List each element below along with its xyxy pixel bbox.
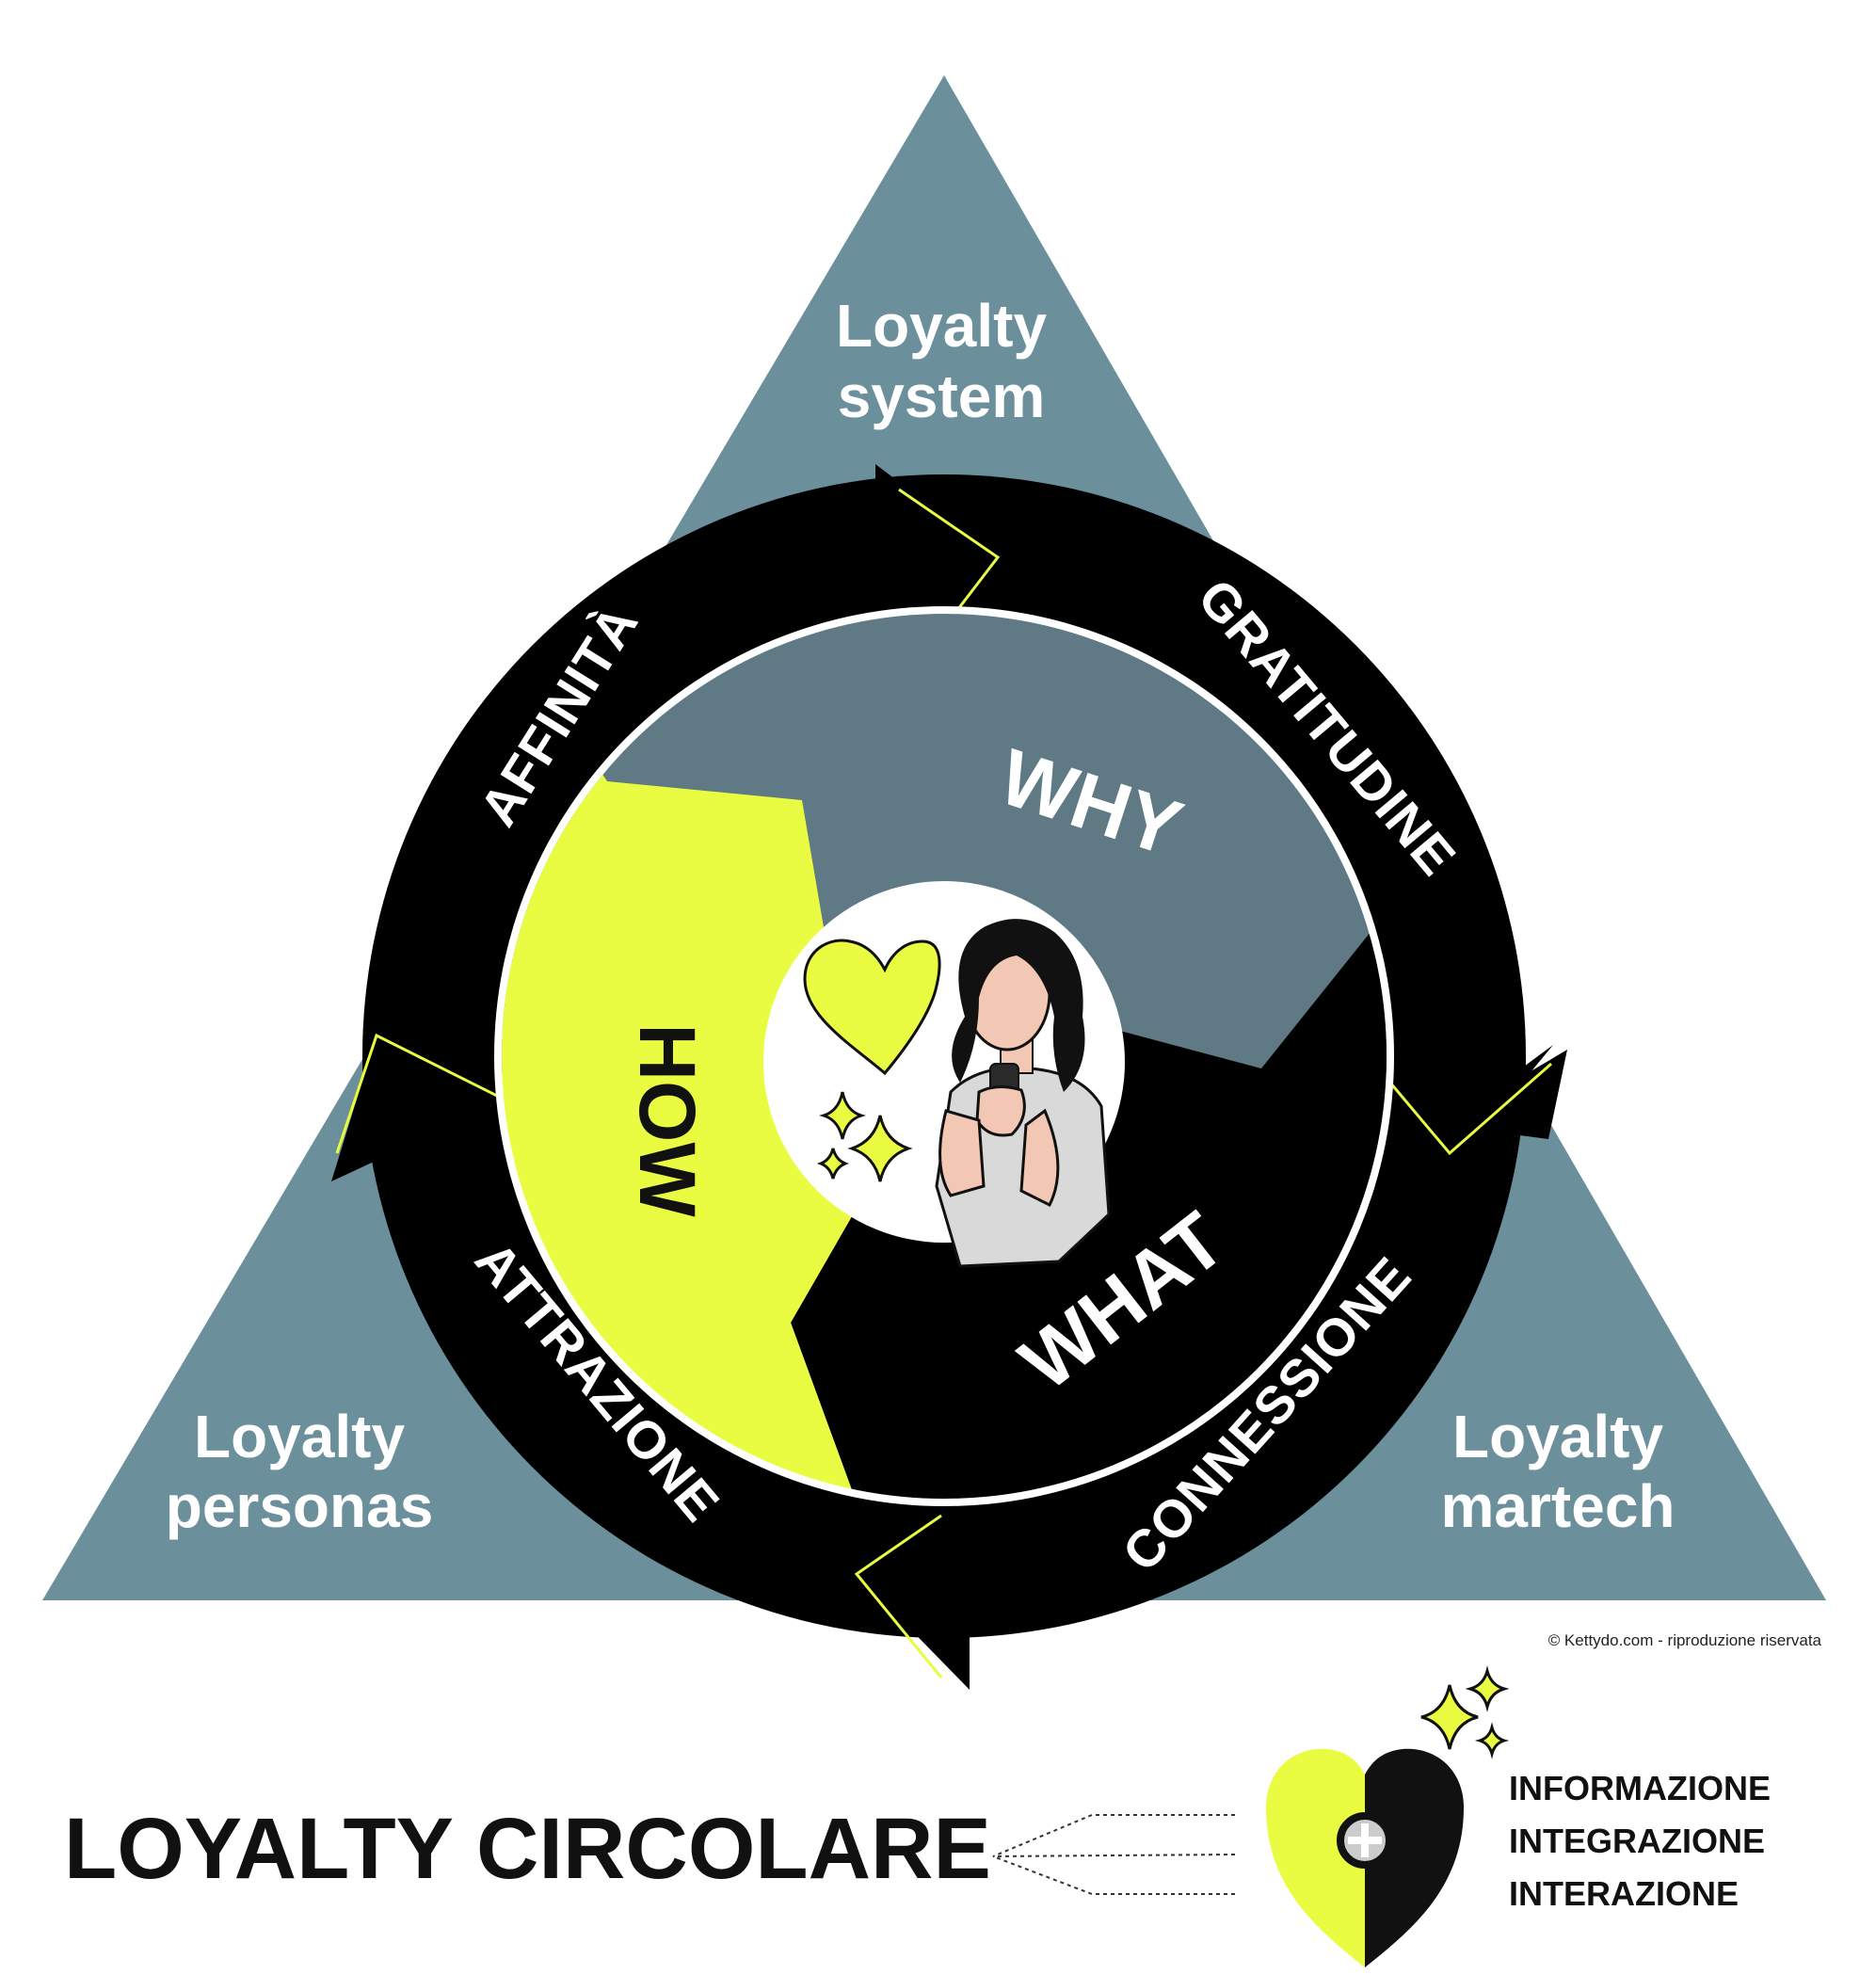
sparkles-icon [816, 1091, 913, 1182]
page-title: LOYALTY CIRCOLARE [64, 1801, 991, 1897]
heart-icon [803, 939, 941, 1076]
funnel-connector [992, 1814, 1236, 1895]
split-heart-plus-icon [1266, 1748, 1464, 1967]
corner-label-martech-line2: martech [1441, 1472, 1676, 1540]
arrow-head-left [331, 1033, 504, 1181]
arrow-head-bottom [854, 1497, 970, 1690]
legend-item-informazione: INFORMAZIONE [1509, 1769, 1771, 1807]
arrow-head-right [1363, 1045, 1567, 1156]
segment-how [502, 614, 944, 1499]
legend-item-integrazione: INTEGRAZIONE [1509, 1822, 1765, 1860]
corner-label-system-line1: Loyalty [836, 292, 1047, 360]
corner-label-personas-line2: personas [166, 1472, 434, 1540]
legend-sparkles-icon [1420, 1665, 1510, 1759]
woman-with-phone-illustration [935, 919, 1111, 1268]
segment-label-how: HOW [623, 1023, 712, 1217]
copyright-text: © Kettydo.com - riproduzione riservata [1548, 1631, 1822, 1649]
corner-label-personas-line1: Loyalty [194, 1403, 405, 1470]
corner-label-martech-line1: Loyalty [1452, 1403, 1663, 1470]
corner-label-system-line2: system [838, 362, 1046, 430]
legend-item-interazione: INTERAZIONE [1509, 1874, 1739, 1913]
